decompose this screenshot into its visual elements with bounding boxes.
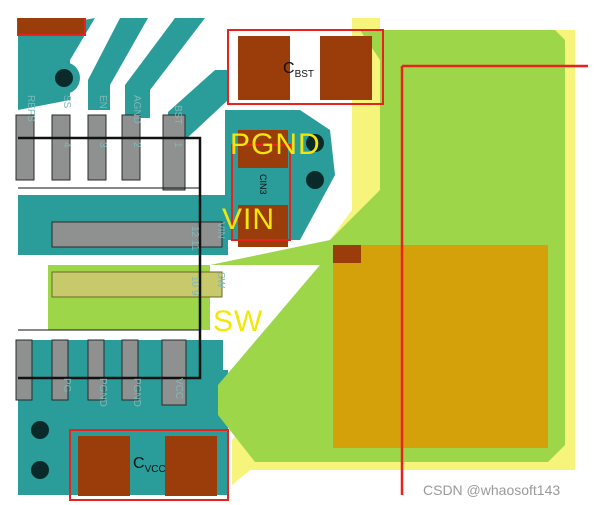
ic-pads-bottom xyxy=(15,339,187,406)
cvcc-label: CVCC xyxy=(133,455,166,475)
pin-label-pg: PG xyxy=(61,378,72,393)
pin-number-1: 1 xyxy=(172,142,183,148)
pin-number-10: 10 xyxy=(189,276,200,288)
ic-pad-right-lower xyxy=(51,271,223,298)
pin-number-9: 9 xyxy=(189,290,200,296)
via-bottom-left-2 xyxy=(24,454,56,486)
pin-number-3: 3 xyxy=(97,142,108,148)
via-pgnd-upper xyxy=(300,128,330,158)
cbst-sub: BST xyxy=(294,69,315,81)
pin-number-2: 2 xyxy=(131,142,142,148)
cbst-prefix: C xyxy=(283,60,295,77)
ic-pad-right-upper xyxy=(51,221,223,248)
pin-label-bst: BST xyxy=(172,105,183,125)
cbst-outline xyxy=(227,29,384,105)
copper-trace-1 xyxy=(88,18,148,110)
cin3-outline xyxy=(231,144,291,241)
via-bottom-left-1 xyxy=(24,414,56,446)
pin-label-pgnd-2: PGND xyxy=(131,378,142,407)
pin-label-pgnd-1: PGND xyxy=(97,378,108,407)
ic-pads-top xyxy=(15,114,186,191)
cvcc-pad-left xyxy=(78,436,130,496)
watermark: CSDN @whaosoft143 xyxy=(423,482,561,498)
cvcc-sub: VCC xyxy=(144,464,166,476)
cbst-pad-right xyxy=(320,36,372,100)
cvcc-outline xyxy=(69,429,229,501)
copper-left-mid xyxy=(18,340,223,370)
via-top-left xyxy=(48,62,80,94)
pin-label-en: EN xyxy=(97,95,108,109)
cin3-pad-top xyxy=(238,130,288,168)
cvcc-pad-right xyxy=(165,436,217,496)
copper-trace-2 xyxy=(125,18,205,118)
pin-label-vin: VIN xyxy=(215,222,226,239)
pin-number-11: 11 xyxy=(189,240,200,251)
pin-number-12: 12 xyxy=(189,226,200,238)
cbst-label: CBST xyxy=(283,60,314,80)
pin-label-vcc: VCC xyxy=(173,378,184,400)
pin-label-refs: REFS xyxy=(25,95,36,122)
cvcc-prefix: C xyxy=(133,455,145,472)
board-outline-top-left-fill xyxy=(18,18,84,34)
via-pgnd-lower xyxy=(300,165,330,195)
net-label-vin: VIN xyxy=(222,203,276,236)
net-label-sw: SW xyxy=(213,305,264,338)
pin-label-sw: SW xyxy=(215,272,226,289)
inductor-outline xyxy=(400,64,588,495)
ic-outline xyxy=(18,136,202,380)
pin-label-ss: SS xyxy=(61,95,72,109)
pin-number-4: 4 xyxy=(61,142,72,148)
pin-label-agnd: AGND xyxy=(131,95,142,124)
net-label-pgnd: PGND xyxy=(230,128,321,161)
sw-pad-dark-corner xyxy=(333,245,361,263)
cbst-pad-left xyxy=(238,36,290,100)
sw-pad-gold xyxy=(333,245,548,448)
cin3-label: CIN3 xyxy=(258,174,268,195)
